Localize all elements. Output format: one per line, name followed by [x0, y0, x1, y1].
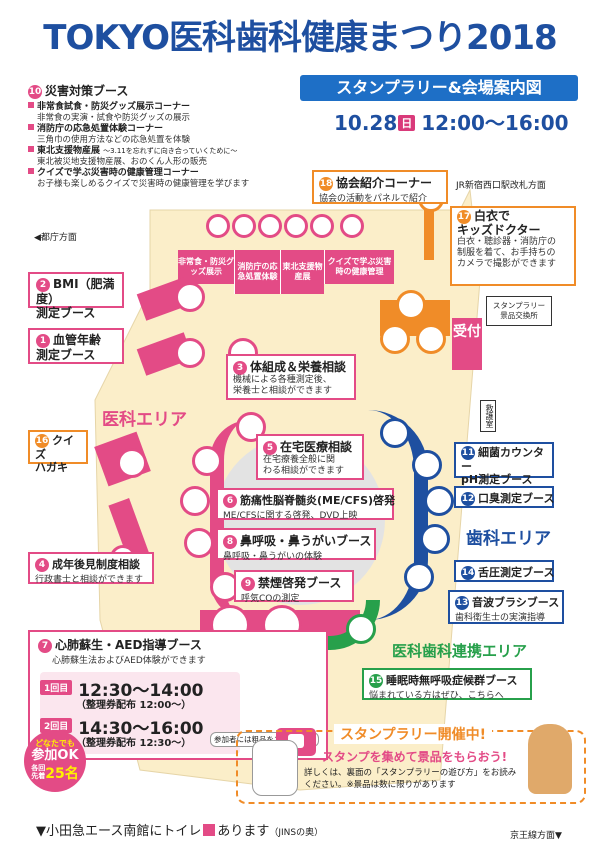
mascot-doctor-icon — [252, 740, 298, 796]
reception: 受付 — [452, 318, 482, 370]
dental-area-label: 歯科エリア — [466, 529, 551, 549]
disaster-item-name: 東北支援物産展 〜3.11を忘れずに向き合っていくために〜 — [28, 146, 298, 157]
square-bullet-icon — [28, 124, 34, 130]
disaster-booth-fire: 消防庁の応急処置体験 — [234, 250, 280, 294]
schedule-row-1: 1回目 12:30〜14:00 — [40, 676, 204, 701]
schedule-tag: 1回目 — [40, 680, 73, 695]
medical-area-label: 医科エリア — [102, 410, 187, 430]
direction-tocho: ◀都庁方面 — [34, 233, 77, 243]
schedule-tag: 2回目 — [40, 718, 73, 733]
disaster-item-note: 〜3.11を忘れずに向き合っていくために〜 — [103, 147, 238, 155]
toilet-info: ▼小田急エース南館にトイレあります（JINSの奥） — [36, 824, 324, 839]
booth-circle — [396, 290, 426, 320]
booth-circle — [180, 486, 210, 516]
disaster-item-name: クイズで学ぶ災害時の健康管理コーナー — [28, 168, 298, 179]
booth-circle — [310, 214, 334, 238]
booth-circle — [380, 418, 410, 448]
disaster-item-desc: 非常食の実演・試食や防災グッズの展示 — [37, 113, 191, 123]
square-bullet-icon — [28, 146, 34, 152]
booth-circle — [346, 614, 376, 644]
disaster-item-desc: 三角巾の使用方法などの応急処置を体験 — [37, 135, 191, 145]
booth-circle — [232, 214, 256, 238]
disaster-item-name: 非常食試食・防災グッズ展示コーナー — [28, 102, 298, 113]
disaster-booth-food: 非常食・防災グッズ展示 — [178, 250, 234, 284]
participation-badge: どなたでも 参加OK 各回先着25名 — [24, 730, 86, 792]
disaster-item-name: 消防庁の応急処置体験コーナー — [28, 124, 298, 135]
stamp-rally-line1: スタンプを集めて景品をもらおう! — [322, 750, 508, 764]
booth-circle — [424, 486, 454, 516]
disaster-item-desc: お子様も楽しめるクイズで災害時の健康管理を学びます — [37, 179, 250, 189]
booth-circle — [117, 448, 147, 478]
disaster-booth-tohoku: 東北支援物産展 — [280, 250, 324, 294]
table-association — [424, 200, 434, 260]
booth-circle — [175, 282, 205, 312]
link-area-label: 医科歯科連携エリア — [392, 642, 528, 660]
booth-circle — [420, 524, 450, 554]
booth-circle — [404, 562, 434, 592]
booth-circle — [340, 214, 364, 238]
booth-circle — [284, 214, 308, 238]
page-subtitle: スタンプラリー&会場案内図 — [300, 75, 578, 101]
schedule-ticket: （整理券配布 12:00〜） — [76, 700, 192, 711]
booth-circle — [380, 324, 410, 354]
stamp-rally-line3: ください。※景品は数に限りがあります — [304, 780, 456, 790]
disaster-item-desc: 東北被災地支援物産展、おのくん人形の販売 — [37, 157, 208, 167]
square-bullet-icon — [28, 168, 34, 174]
booth-circle — [416, 324, 446, 354]
booth-circle — [258, 214, 282, 238]
booth-circle — [175, 338, 205, 368]
direction-keio: 京王線方面▼ — [510, 831, 562, 841]
mascot-deer-icon — [528, 724, 572, 794]
toilet-icon — [203, 824, 216, 836]
stamp-rally-line2: 詳しくは、裏面の「スタンプラリーの遊び方」をお読み — [304, 768, 517, 778]
event-time: 12:00〜16:00 — [421, 111, 569, 135]
stamp-exchange: スタンプラリー 景品交換所 — [486, 296, 552, 326]
booth-circle — [412, 450, 442, 480]
stamp-rally-title: スタンプラリー開催中! — [334, 724, 492, 744]
disaster-booth-quiz: クイズで学ぶ災害時の健康管理 — [324, 250, 394, 284]
booth-circle — [184, 528, 214, 558]
square-bullet-icon — [28, 102, 34, 108]
schedule-time: 14:30〜16:00 — [78, 719, 204, 739]
direction-jr: JR新宿西口駅改札方面 — [456, 181, 546, 191]
booth-circle — [192, 446, 222, 476]
event-day-of-week: 日 — [398, 115, 416, 131]
event-date: 10.28 — [334, 111, 398, 135]
page-title: TOKYO医科歯科健康まつり2018 — [43, 18, 557, 58]
first-aid-room: 救護室 — [480, 400, 496, 432]
schedule-ticket: （整理券配布 12:30〜） — [76, 738, 192, 749]
booth-circle — [206, 214, 230, 238]
schedule-time: 12:30〜14:00 — [78, 681, 204, 701]
schedule-row-2: 2回目 14:30〜16:00 — [40, 714, 204, 739]
booth-number-badge: 10 — [28, 85, 42, 99]
